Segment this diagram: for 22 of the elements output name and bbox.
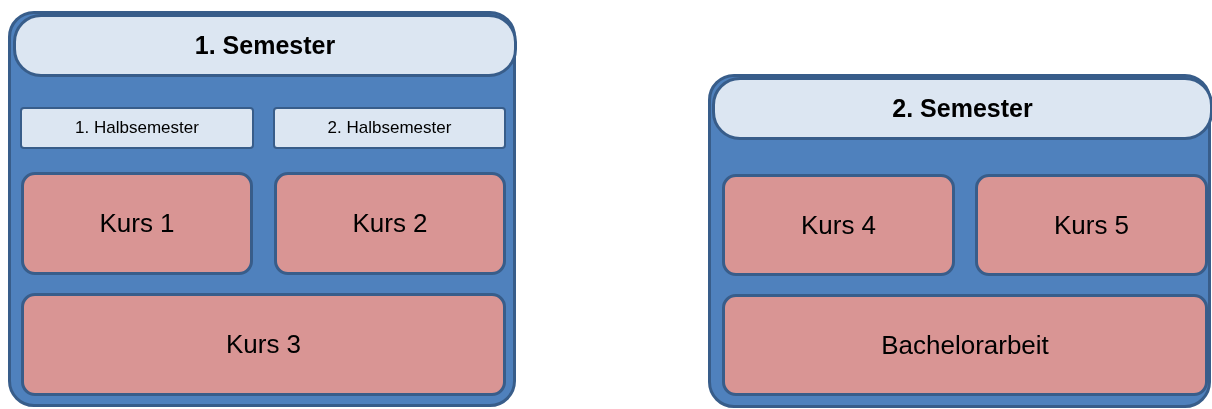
box-text: 2. Semester [892,94,1033,123]
box-text: Kurs 4 [800,209,877,241]
half-semester-label-box [20,107,254,149]
half-semester-label-box [273,107,506,149]
course-box [21,293,506,396]
box-text: 2. Halbsemester [327,118,452,138]
course-box [975,174,1208,276]
box-text: Kurs 1 [99,208,175,239]
semester-header [13,14,517,77]
box-text: 1. Semester [194,31,336,60]
box-text: Kurs 3 [225,329,302,360]
box-text: Kurs 5 [1053,209,1130,241]
semester-panel [8,11,516,407]
semester-header [712,77,1212,140]
box-text: Bachelorarbeit [881,329,1049,361]
course-box [722,174,955,276]
course-box [21,172,253,275]
semester-panel [708,74,1211,408]
box-text: Kurs 2 [352,208,428,239]
course-box [274,172,506,275]
course-box [722,294,1208,396]
box-text: 1. Halbsemester [75,118,199,138]
